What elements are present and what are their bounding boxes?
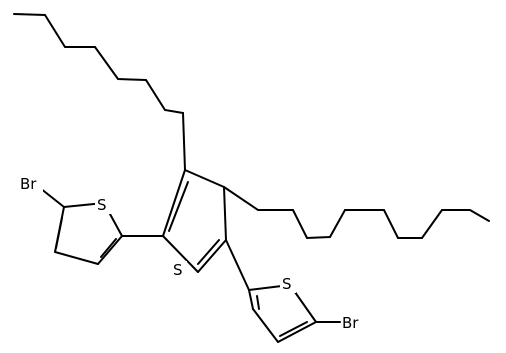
atom-label-br-right: Br <box>341 313 365 332</box>
octyl-chain-lower <box>223 186 490 240</box>
atom-label-br-left: Br <box>19 174 43 193</box>
svg-text:Br: Br <box>342 314 359 332</box>
svg-text:Br: Br <box>20 175 37 193</box>
atom-label-s-right: S <box>280 275 296 293</box>
svg-text:S: S <box>282 275 292 293</box>
octyl-chain-upper <box>13 13 186 171</box>
atom-label-s-left: S <box>95 196 111 214</box>
atom-label-s-center: S <box>171 261 187 279</box>
svg-text:S: S <box>173 261 183 279</box>
central-thiophene-ring <box>162 169 227 273</box>
svg-text:S: S <box>97 196 107 214</box>
